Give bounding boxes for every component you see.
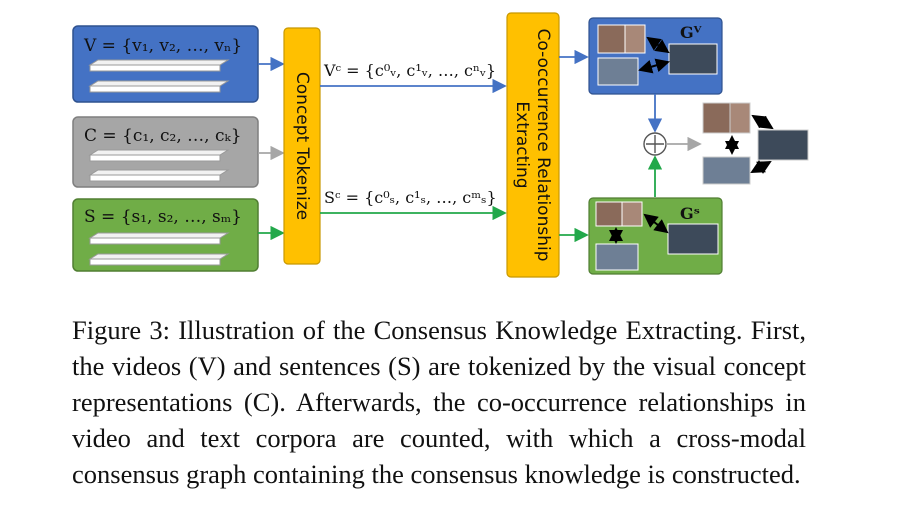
text-concept-thumbnail <box>667 223 719 255</box>
concept-stack-icon <box>88 149 230 182</box>
sentence-set-box: S = {s₁, s₂, …, sₘ} <box>72 198 259 272</box>
video-graph-box: Gⱽ <box>588 17 723 95</box>
sentence-token-formula: Sᶜ = {c⁰ₛ, c¹ₛ, …, cᵐₛ} <box>324 188 497 207</box>
sentence-graph-label: Gˢ <box>680 204 700 223</box>
extract-label-line1: Co-occurrence Relationship <box>533 28 553 261</box>
cooccurrence-extracting-box: Co-occurrence Relationship Extracting <box>506 12 560 278</box>
consensus-node-thumbnail <box>702 156 751 185</box>
consensus-node-thumbnail <box>702 102 731 134</box>
video-token-formula: Vᶜ = {c⁰ᵥ, c¹ᵥ, …, cⁿᵥ} <box>323 61 496 80</box>
consensus-node-thumbnail <box>757 129 809 161</box>
video-frame-thumbnail <box>597 57 639 86</box>
combine-operator <box>643 132 667 156</box>
video-frame-thumbnail <box>668 43 718 75</box>
video-set-label: V = {v₁, v₂, …, vₙ} <box>83 36 242 56</box>
sentence-graph-box: Gˢ <box>588 197 723 275</box>
text-concept-thumbnail <box>595 201 623 227</box>
video-frame-thumbnail <box>624 24 646 54</box>
text-concept-thumbnail <box>595 243 639 271</box>
figure-caption: Figure 3: Illustration of the Consensus … <box>72 315 806 489</box>
consensus-diagram: V = {v₁, v₂, …, vₙ} C = {c₁, c₂, …, cₖ} … <box>72 12 809 278</box>
concept-tokenize-box: Concept Tokenize <box>283 27 321 265</box>
sentence-stack-icon <box>88 232 230 266</box>
video-frame-thumbnail <box>597 24 626 54</box>
extract-label-line2: Extracting <box>512 101 532 188</box>
concept-set-box: C = {c₁, c₂, …, cₖ} <box>72 116 259 188</box>
consensus-node-thumbnail <box>729 102 751 134</box>
consensus-graph <box>702 102 809 185</box>
concept-tokenize-label: Concept Tokenize <box>292 72 312 220</box>
video-stack-icon <box>88 59 230 93</box>
video-graph-label: Gⱽ <box>680 23 702 42</box>
text-concept-thumbnail <box>621 201 643 227</box>
concept-set-label: C = {c₁, c₂, …, cₖ} <box>84 126 242 146</box>
video-set-box: V = {v₁, v₂, …, vₙ} <box>72 25 259 103</box>
sentence-set-label: S = {s₁, s₂, …, sₘ} <box>84 207 242 227</box>
